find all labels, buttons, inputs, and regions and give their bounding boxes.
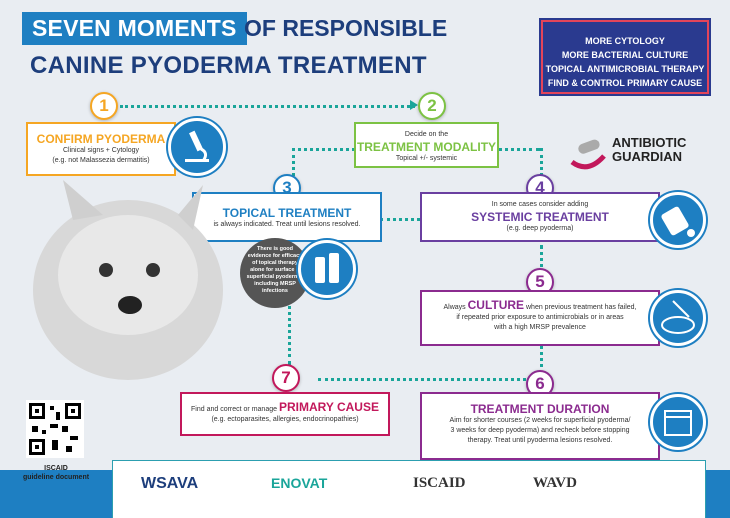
connector-3-7 xyxy=(288,245,291,365)
qr-label-line1: ISCAID xyxy=(44,465,68,472)
step-6-text2: 3 weeks for deep pyoderma) and recheck b… xyxy=(450,427,630,434)
summary-item: MORE BACTERIAL CULTURE xyxy=(561,50,689,60)
step-6-text1: Aim for shorter courses (2 weeks for sup… xyxy=(449,417,631,424)
connector-2-3h xyxy=(292,148,355,151)
connector-6-7 xyxy=(318,378,526,381)
step-7-pre: Find and correct or manage xyxy=(191,406,278,413)
summary-item: FIND & CONTROL PRIMARY CAUSE xyxy=(547,78,703,88)
step-4-pre: In some cases consider adding xyxy=(491,201,589,208)
step-1-text: Clinical signs + Cytology xyxy=(62,147,140,154)
connector-4-5 xyxy=(540,245,543,275)
step-2-number: 2 xyxy=(418,92,446,120)
arrow-icon xyxy=(410,100,418,110)
step-7-text: (e.g. ectoparasites, allergies, endocrin… xyxy=(211,416,359,423)
step-6-text3: therapy. Treat until pyoderma lesions re… xyxy=(467,437,613,444)
dog-illustration xyxy=(18,180,248,400)
step-5-text2: if repeated prior exposure to antimicrob… xyxy=(456,314,624,321)
step-7-number: 7 xyxy=(272,364,300,392)
microscope-icon xyxy=(168,118,226,176)
summary-box: MORE CYTOLOGY MORE BACTERIAL CULTURE TOP… xyxy=(539,18,711,96)
ag-line2: GUARDIAN xyxy=(612,149,683,164)
step-1-text2: (e.g. not Malassezia dermatitis) xyxy=(52,157,150,164)
antibiotic-guardian-logo xyxy=(568,136,608,170)
pills-icon xyxy=(650,192,706,248)
wavd-logo: WAVD xyxy=(533,475,577,491)
step-1-title: CONFIRM PYODERMA xyxy=(36,132,166,146)
step-5-box: Always CULTURE when previous treatment h… xyxy=(420,290,660,346)
petri-dish-icon xyxy=(650,290,706,346)
qr-code[interactable] xyxy=(26,400,84,458)
step-2-box: Decide on the TREATMENT MODALITY Topical… xyxy=(354,122,499,168)
footer-logos: WSAVA ENOVAT ISCAID WAVD xyxy=(112,460,706,518)
step-7-line1: Find and correct or manage PRIMARY CAUSE xyxy=(182,400,388,415)
calendar-icon xyxy=(650,394,706,450)
connector-2-3 xyxy=(292,148,295,188)
step-2-title: TREATMENT MODALITY xyxy=(356,140,497,154)
step-6-box: TREATMENT DURATION Aim for shorter cours… xyxy=(420,392,660,460)
connector-3-4 xyxy=(380,218,420,221)
step-2-text: Topical +/- systemic xyxy=(395,155,458,162)
iscaid-logo: ISCAID xyxy=(413,475,466,491)
antibiotic-guardian-text: ANTIBIOTIC GUARDIAN xyxy=(612,136,686,164)
summary-item: MORE CYTOLOGY xyxy=(585,36,665,46)
step-4-text: (e.g. deep pyoderma) xyxy=(506,225,574,232)
step-1-number: 1 xyxy=(90,92,118,120)
step-7-box: Find and correct or manage PRIMARY CAUSE… xyxy=(180,392,390,436)
connector-2-4 xyxy=(540,148,543,176)
step-4-box: In some cases consider adding SYSTEMIC T… xyxy=(420,192,660,242)
step-5-text3: with a high MRSP prevalence xyxy=(494,324,586,331)
enovat-logo: ENOVAT xyxy=(271,475,328,491)
step-5-title: CULTURE xyxy=(467,298,525,312)
step-5-line1: Always CULTURE when previous treatment h… xyxy=(422,298,658,313)
step-4-title: SYSTEMIC TREATMENT xyxy=(471,210,609,224)
step-5-pre: Always xyxy=(443,304,466,311)
connector-2-4h xyxy=(498,148,540,151)
title-highlight: SEVEN MOMENTS xyxy=(22,12,247,45)
connector-5-6 xyxy=(540,345,543,375)
step-7-title: PRIMARY CAUSE xyxy=(278,400,379,414)
step-3-title: TOPICAL TREATMENT xyxy=(222,206,352,220)
step-3-text: is always indicated. Treat until lesions… xyxy=(213,221,361,228)
qr-label-line2: guideline document xyxy=(22,474,90,481)
step-6-title: TREATMENT DURATION xyxy=(470,402,610,416)
title-rest: OF RESPONSIBLE xyxy=(244,15,448,41)
qr-label: ISCAID guideline document xyxy=(16,464,96,482)
summary-item: TOPICAL ANTIMICROBIAL THERAPY xyxy=(545,64,705,74)
connector-1-2 xyxy=(120,105,415,108)
title-line2: CANINE PYODERMA TREATMENT xyxy=(30,52,427,79)
topical-bottles-icon xyxy=(298,240,356,298)
step-5-text1: when previous treatment has failed, xyxy=(526,304,637,311)
step-1-box: CONFIRM PYODERMA Clinical signs + Cytolo… xyxy=(26,122,176,176)
step-2-pre: Decide on the xyxy=(404,131,449,138)
wsava-logo: WSAVA xyxy=(141,475,199,492)
ag-line1: ANTIBIOTIC xyxy=(612,135,687,150)
